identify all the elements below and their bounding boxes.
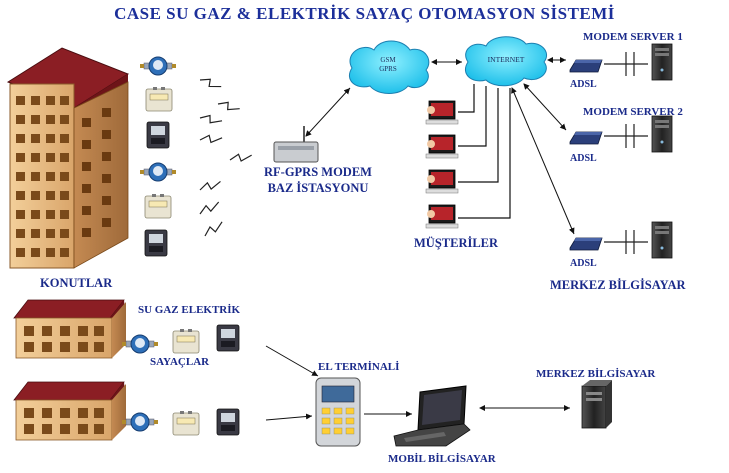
house-icon	[13, 299, 127, 359]
server-tower-icon	[651, 221, 673, 259]
base-station-label: BAZ İSTASYONU	[267, 181, 369, 195]
laptop-icon	[393, 385, 471, 447]
wireless-signals	[197, 74, 253, 239]
client-computer-icon	[425, 169, 459, 194]
merkez-bilgisayar-top-label: MERKEZ BİLGİSAYAR	[550, 278, 686, 292]
internet-center-link	[511, 87, 575, 235]
house-icon	[13, 381, 127, 441]
merkez-bilgisayar-bottom-label: MERKEZ BİLGİSAYAR	[536, 368, 656, 380]
server-tower-icon	[651, 43, 673, 81]
gsm-cloud-icon	[348, 40, 430, 94]
electric-meter-icon	[144, 229, 168, 257]
rf-gprs-modem-icon	[273, 126, 319, 163]
adsl-3-label: ADSL	[570, 258, 597, 269]
musteriler-label: MÜŞTERİLER	[414, 236, 499, 250]
konutlar-label: KONUTLAR	[40, 276, 113, 290]
gprs-cloud-label: GPRS	[379, 65, 397, 73]
diagram-title: CASE SU GAZ & ELEKTRİK SAYAÇ OTOMASYON S…	[114, 4, 615, 23]
water-meter-icon	[121, 412, 159, 432]
phone-line-2	[604, 124, 648, 148]
meters-terminal-link	[265, 413, 313, 421]
modem-gsm-link	[305, 87, 351, 137]
house2-meters	[121, 408, 240, 436]
internet-server2-link	[523, 83, 567, 131]
adsl-1-label: ADSL	[570, 79, 597, 90]
phone-line-3	[604, 230, 648, 254]
server-tower-icon	[651, 115, 673, 153]
gsm-cloud-label: GSM	[380, 56, 396, 64]
water-meter-icon	[121, 334, 159, 354]
modem-server-2-label: MODEM SERVER 2	[583, 106, 683, 118]
sayaclar-label: SAYAÇLAR	[150, 356, 210, 368]
water-meter-icon	[139, 162, 177, 182]
apartment-building-icon	[6, 47, 130, 269]
electric-meter-icon	[216, 408, 240, 436]
gas-meter-icon	[145, 86, 173, 112]
internet-cloud-icon	[464, 36, 548, 87]
house1-meters	[121, 324, 240, 354]
hand-terminal-icon	[315, 377, 361, 447]
el-terminali-label: EL TERMİNALİ	[318, 361, 400, 373]
electric-meter-icon	[216, 324, 240, 352]
gas-meter-icon	[172, 328, 200, 354]
adsl-modem-icon	[569, 237, 603, 251]
client-computer-icon	[425, 204, 459, 229]
water-meter-icon	[139, 56, 177, 76]
client-computer-icon	[425, 100, 459, 125]
gas-meter-icon	[144, 193, 172, 219]
phone-line-1	[604, 52, 648, 76]
adsl-modem-icon	[569, 59, 603, 73]
su-gaz-elektrik-label: SU GAZ ELEKTRİK	[138, 304, 241, 316]
gas-meter-icon	[172, 410, 200, 436]
rf-gprs-modem-label: RF-GPRS MODEM	[264, 165, 372, 179]
adsl-2-label: ADSL	[570, 153, 597, 164]
central-computer-icon	[581, 380, 612, 429]
meters-terminal-link	[265, 345, 319, 377]
electric-meter-icon	[146, 121, 170, 149]
internet-cloud-label: INTERNET	[488, 55, 525, 64]
adsl-modem-icon	[569, 131, 603, 145]
meter-column	[139, 56, 177, 257]
modem-server-1-label: MODEM SERVER 1	[583, 31, 683, 43]
mobil-bilgisayar-label: MOBİL BİLGİSAYAR	[388, 453, 496, 465]
client-computer-icon	[425, 134, 459, 159]
client-links	[458, 84, 511, 219]
